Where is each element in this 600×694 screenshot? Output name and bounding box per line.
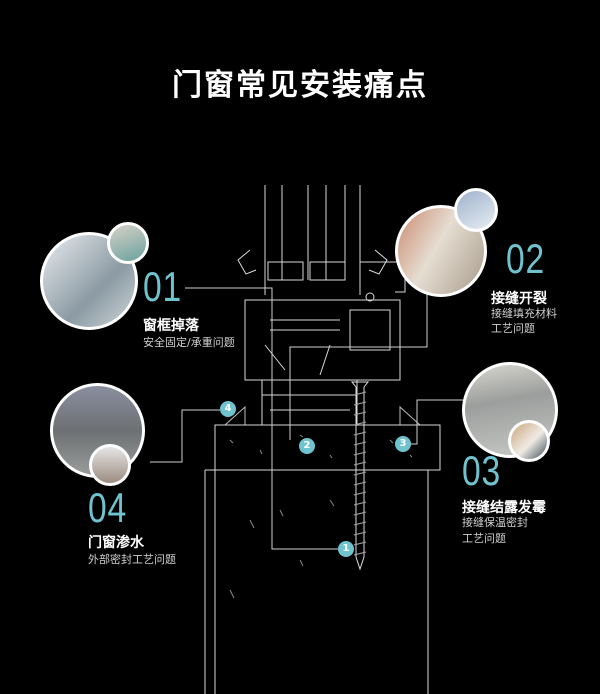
point-03-desc-line2: 工艺问题 (462, 532, 506, 545)
marker-1: 1 (338, 541, 354, 557)
photo-water-leak-detail (89, 444, 131, 486)
point-04-title: 门窗渗水 (88, 535, 144, 551)
point-02-number: 02 (506, 235, 545, 282)
point-02-desc-line1: 接缝填充材料 (491, 307, 557, 320)
point-02-desc-line2: 工艺问题 (491, 322, 535, 335)
marker-3: 3 (395, 436, 411, 452)
photo-joint-crack-detail (454, 188, 498, 232)
page-title: 门窗常见安装痛点 (172, 68, 428, 103)
photo-condensation-mold-detail (508, 420, 550, 462)
point-04-number: 04 (88, 484, 127, 531)
point-03-desc-line1: 接缝保温密封 (462, 516, 528, 529)
marker-2: 2 (299, 438, 315, 454)
point-03-title: 接缝结露发霉 (462, 500, 546, 516)
point-01-title: 窗框掉落 (143, 318, 199, 334)
point-01-number: 01 (143, 263, 182, 310)
point-01-desc: 安全固定/承重问题 (143, 336, 235, 349)
point-04-desc: 外部密封工艺问题 (88, 553, 176, 566)
marker-4: 4 (220, 401, 236, 417)
point-03-number: 03 (462, 447, 501, 494)
point-02-title: 接缝开裂 (491, 291, 547, 307)
photo-window-frame-fall-detail (107, 222, 149, 264)
